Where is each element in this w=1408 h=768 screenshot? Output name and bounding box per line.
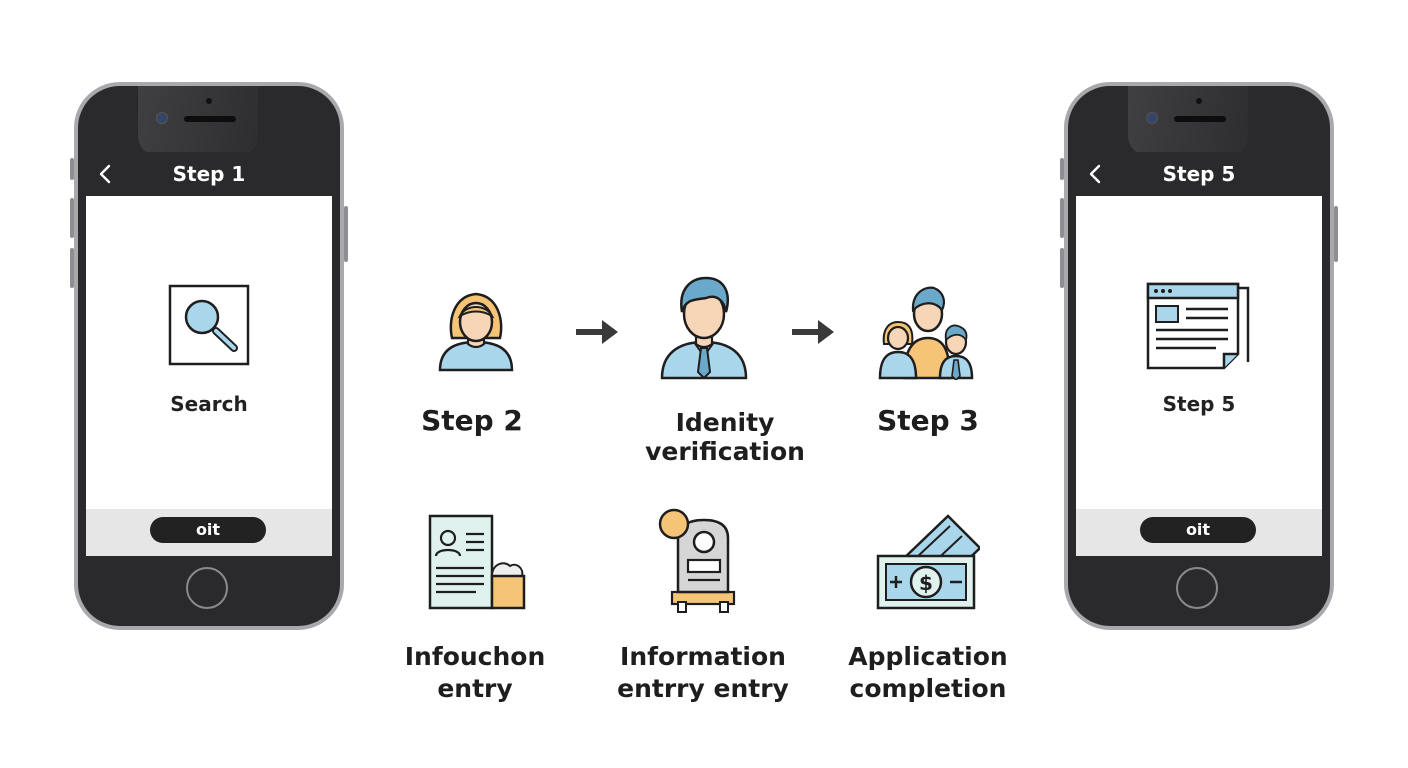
volume-down-button [1060,248,1064,288]
flow-step-label: Idenity verification [645,408,805,466]
flow-step-label: Step 3 [877,404,979,437]
phone-right-screen-label: Step 5 [1162,392,1236,416]
proximity-sensor [1196,98,1202,104]
family-icon [878,286,974,380]
phone-left-body: Search [86,196,332,509]
id-card-icon [658,508,736,613]
phone-left-title: Step 1 [172,162,246,186]
phone-left-footer: oit [86,509,332,556]
arrow-right-icon [576,320,618,344]
flow-bottom-label-line1: Information [620,642,786,671]
phone-right-screen: Step 5 Step 5 oit [1076,152,1322,556]
phone-right-body: Step 5 [1076,196,1322,509]
volume-down-button [70,248,74,288]
woman-icon [438,292,514,372]
phone-right: Step 5 Step 5 oit [1060,82,1338,630]
proximity-sensor [206,98,212,104]
flow-bottom-label-line2: entry [437,674,513,703]
arrow-right-icon [792,320,834,344]
businessman-icon [660,276,748,380]
flow-step-label: Step 2 [421,404,523,437]
front-camera-icon [156,112,168,124]
phone-left-screen-label: Search [170,392,248,416]
volume-up-button [70,198,74,238]
mute-switch [1060,158,1064,180]
id-form-icon [428,514,526,610]
earpiece-speaker [1174,116,1226,122]
power-button [344,206,348,262]
phone-right-footer-button[interactable]: oit [1140,517,1256,543]
flow-bottom-label-line2: entrry entry [617,674,789,703]
front-camera-icon [1146,112,1158,124]
phone-left-topbar: Step 1 [86,152,332,196]
money-icon: $ [876,514,980,610]
power-button [1334,206,1338,262]
flow-bottom-label-line1: Infouchon [404,642,546,671]
back-chevron-icon[interactable] [1086,164,1106,184]
phone-right-topbar: Step 5 [1076,152,1322,196]
document-icon[interactable] [1146,282,1252,372]
phone-left-screen: Step 1 Search oit [86,152,332,556]
svg-text:$: $ [919,571,933,595]
search-icon[interactable] [168,284,250,366]
volume-up-button [1060,198,1064,238]
phone-left: Step 1 Search oit [70,82,348,630]
mute-switch [70,158,74,180]
earpiece-speaker [184,116,236,122]
phone-right-footer: oit [1076,509,1322,556]
home-button[interactable] [1176,567,1218,609]
back-chevron-icon[interactable] [96,164,116,184]
home-button[interactable] [186,567,228,609]
flow-bottom-label-line1: Application [848,642,1008,671]
phone-right-title: Step 5 [1162,162,1236,186]
flow-bottom-label-line2: completion [849,674,1007,703]
phone-left-footer-button[interactable]: oit [150,517,266,543]
